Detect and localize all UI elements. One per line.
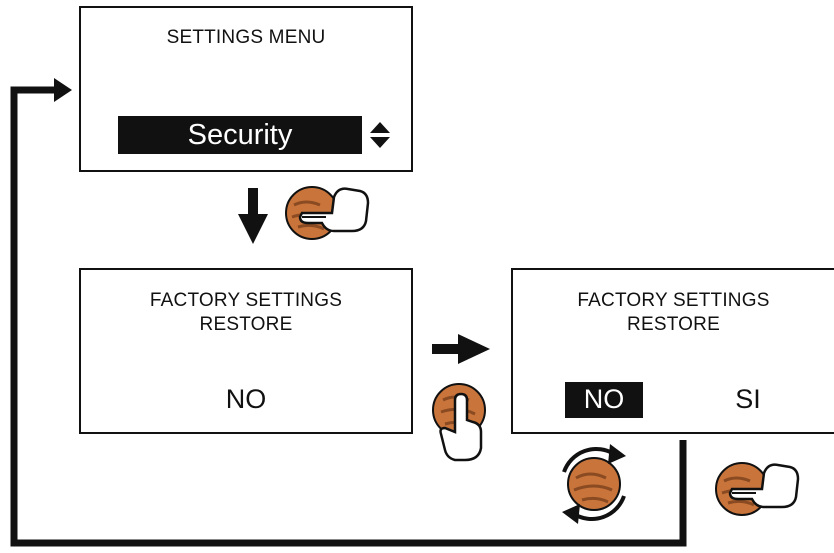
factory-restore-value: NO <box>225 384 267 414</box>
factory-restore-choice-line1: FACTORY SETTINGS <box>577 290 770 311</box>
settings-menu-panel: SETTINGS MENU Security <box>79 6 413 172</box>
selected-item-label: Security <box>187 119 293 151</box>
press-hand-icon-2 <box>715 462 800 516</box>
settings-menu-title: SETTINGS MENU <box>166 27 326 48</box>
down-arrow-icon <box>238 188 268 244</box>
factory-restore-choice-line2: RESTORE <box>627 314 720 335</box>
return-loop-arrowhead <box>54 78 72 102</box>
press-hand-icon <box>285 186 370 240</box>
up-down-arrows-icon <box>370 122 390 148</box>
factory-restore-panel: FACTORY SETTINGS RESTORE NO <box>79 268 413 434</box>
return-loop-line <box>10 86 687 547</box>
selected-item-bar <box>118 116 362 154</box>
option-yes-label: SI <box>735 384 761 414</box>
rotate-arrows-icon <box>562 444 626 524</box>
right-arrow-icon <box>432 334 490 364</box>
option-no-highlight <box>565 382 643 418</box>
option-no-label: NO <box>583 384 625 414</box>
factory-restore-line1: FACTORY SETTINGS <box>149 290 343 311</box>
factory-restore-line2: RESTORE <box>199 314 293 335</box>
push-hand-icon <box>432 383 486 462</box>
factory-restore-choice-panel: FACTORY SETTINGS RESTORE NO SI <box>511 268 834 434</box>
